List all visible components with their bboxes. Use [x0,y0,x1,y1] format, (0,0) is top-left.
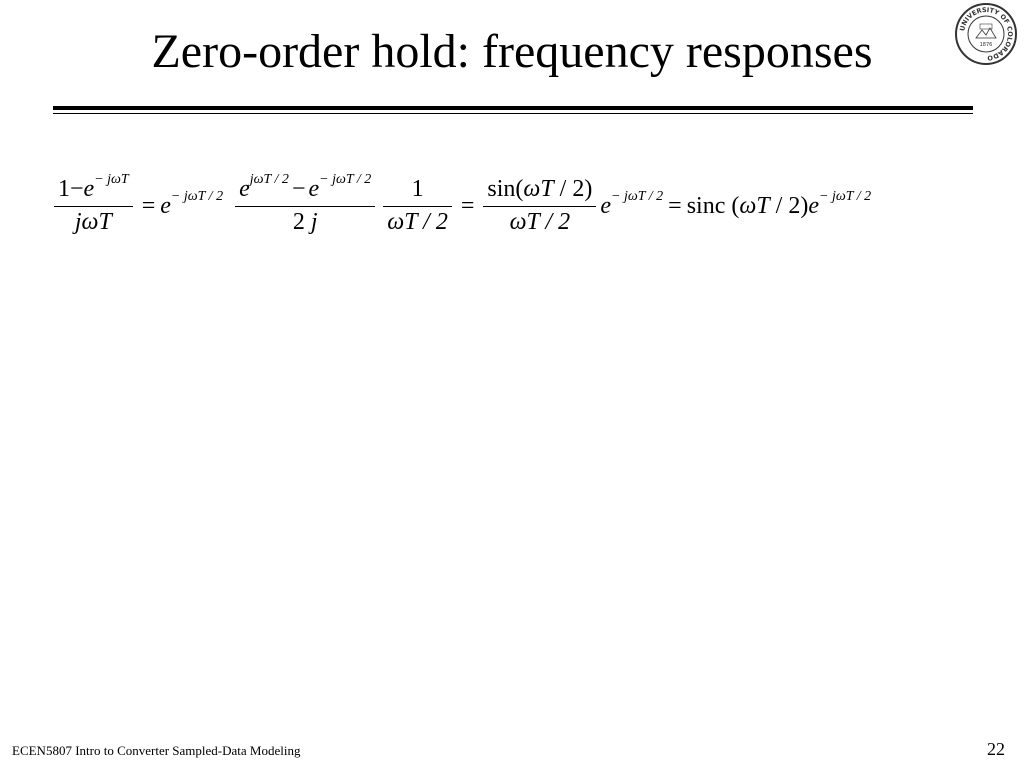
equals-sign: = [668,192,682,219]
fraction-bar [483,205,597,207]
seal-ring-text: UNIVERSITY OF COLORADO [958,6,1014,62]
university-seal-icon: UNIVERSITY OF COLORADO 1876 [954,2,1018,66]
title-divider-thin [53,113,973,114]
sinc-term: sinc (ωT / 2)e− jωT / 2 [686,188,872,219]
fraction-numerator: 1−e− jωT [58,171,129,202]
seal-year: 1876 [980,42,993,48]
fraction-numerator: 1 [411,175,424,202]
slide-title: Zero-order hold: frequency responses [151,25,873,78]
fraction-one-minus-exp-over-jwt: 1−e− jωT jωT [54,171,133,239]
equals-sign: = [460,192,475,219]
title-divider-thick [53,106,973,110]
fraction-numerator: ejωT / 2−e− jωT / 2 [239,171,372,202]
fraction-numerator: sin(ωT / 2) [487,175,593,202]
fraction-denominator: jωT [74,208,112,235]
equals-sign: = [141,192,156,219]
fraction-exp-difference-over-2j: ejωT / 2−e− jωT / 2 2 j [235,171,376,239]
fraction-one-over-wt-half: 1 ωT / 2 [383,174,452,239]
svg-text:UNIVERSITY OF COLORADO: UNIVERSITY OF COLORADO [958,6,1014,62]
footer-course-title: ECEN5807 Intro to Converter Sampled-Data… [12,743,301,758]
zoh-equation: 1−e− jωT jωT = e− jωT / 2 ejωT / 2−e− jω… [50,166,871,246]
fraction-denominator: 2 j [292,208,318,235]
fraction-bar [235,205,376,207]
fraction-denominator: ωT / 2 [509,208,571,235]
fraction-denominator: ωT / 2 [387,208,448,235]
fraction-bar [383,205,452,207]
fraction-sin-over-wt-half: sin(ωT / 2) ωT / 2 [483,174,597,239]
fraction-bar [54,205,133,207]
page-number: 22 [987,739,1005,759]
exp-term: e− jωT / 2 [600,188,664,219]
exp-term: e− jωT / 2 [160,188,224,219]
